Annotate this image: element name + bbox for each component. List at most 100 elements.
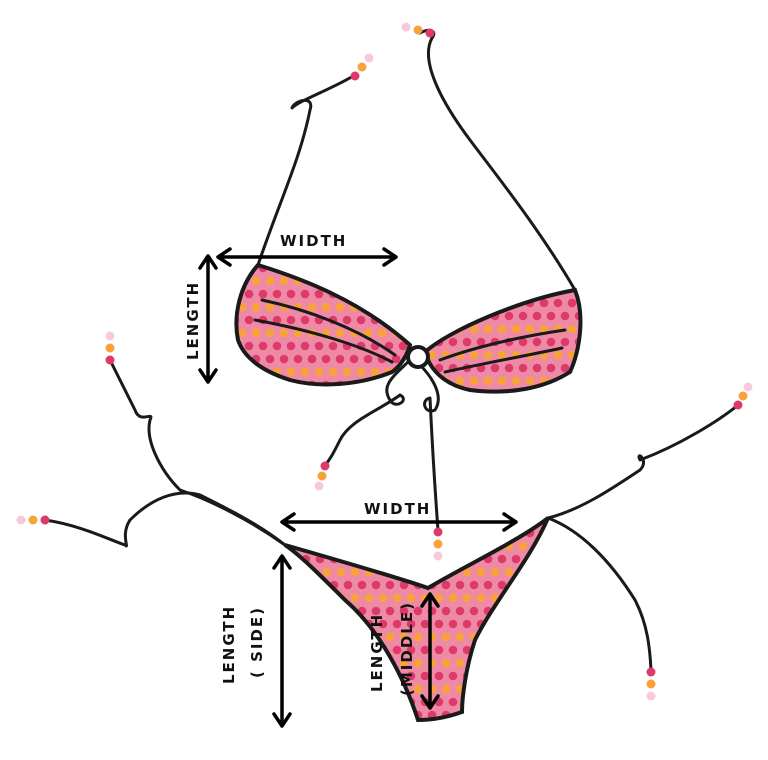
polka-dot: [525, 658, 535, 668]
polka-dot: [272, 315, 282, 325]
polka-dot: [511, 324, 521, 334]
polka-dot: [504, 671, 514, 681]
polka-dot: [286, 289, 296, 299]
polka-dot: [448, 697, 458, 707]
polka-dot: [504, 567, 514, 577]
polka-dot: [448, 671, 458, 681]
polka-dot: [434, 567, 444, 577]
polka-dot: [497, 554, 507, 564]
polka-dot: [539, 324, 549, 334]
top-length-label: LENGTH: [184, 281, 202, 360]
polka-dot: [532, 363, 542, 373]
polka-dot: [356, 289, 366, 299]
polka-dot: [497, 298, 507, 308]
polka-dot: [244, 289, 254, 299]
polka-dot: [553, 298, 563, 308]
polka-dot: [385, 710, 395, 720]
polka-dot: [350, 567, 360, 577]
polka-dot: [518, 593, 528, 603]
polka-dot: [272, 341, 282, 351]
polka-dot: [251, 276, 261, 286]
polka-dot: [378, 541, 388, 551]
polka-dot: [406, 567, 416, 577]
polka-dot: [539, 298, 549, 308]
polka-dot: [405, 328, 410, 338]
polka-dot: [469, 324, 479, 334]
polka-dot: [518, 619, 528, 629]
polka-dot: [287, 554, 297, 564]
bead: [40, 515, 50, 525]
polka-dot: [392, 645, 402, 655]
polka-dot: [335, 302, 345, 312]
polka-dot: [511, 658, 521, 668]
polka-dot: [315, 632, 325, 642]
bead: [320, 461, 330, 471]
polka-dot: [476, 671, 486, 681]
polka-dot: [483, 684, 493, 694]
polka-dot: [518, 671, 528, 681]
polka-dot: [343, 528, 353, 538]
polka-dot: [462, 290, 472, 295]
polka-dot: [546, 311, 556, 321]
middle-length-label: LENGTH: [368, 613, 386, 692]
polka-dot: [322, 541, 332, 551]
bead: [357, 62, 367, 72]
polka-dot: [265, 276, 275, 286]
polka-dot: [287, 632, 297, 642]
polka-dot: [532, 593, 542, 603]
polka-dot: [349, 354, 359, 364]
polka-dot: [384, 315, 394, 325]
polka-dot: [315, 710, 325, 720]
polka-dot: [391, 354, 401, 364]
polka-dot: [336, 567, 346, 577]
polka-dot: [244, 367, 254, 377]
polka-dot: [335, 276, 345, 286]
polka-dot: [539, 580, 548, 590]
polka-dot: [413, 658, 423, 668]
polka-dot: [378, 619, 388, 629]
bead: [105, 343, 115, 353]
polka-dot: [265, 328, 275, 338]
polka-dot: [336, 645, 346, 655]
polka-dot: [265, 380, 275, 385]
polka-dot: [504, 619, 514, 629]
polka-dot: [462, 541, 472, 551]
polka-dot: [490, 645, 500, 655]
bikini-top-left-cup: [234, 262, 413, 387]
polka-dot: [511, 606, 521, 616]
polka-dot: [539, 554, 548, 564]
polka-dot: [350, 593, 360, 603]
polka-dot: [532, 645, 542, 655]
polka-dot: [287, 658, 297, 668]
polka-dot: [336, 619, 346, 629]
bead: [28, 515, 38, 525]
polka-dot: [350, 645, 360, 655]
polka-dot: [342, 289, 352, 299]
polka-dot: [294, 567, 304, 577]
polka-dot: [560, 311, 570, 321]
polka-dot: [425, 290, 430, 295]
polka-dot: [301, 606, 311, 616]
polka-dot: [441, 580, 451, 590]
polka-dot: [469, 606, 479, 616]
polka-dot: [357, 528, 367, 538]
polka-dot: [335, 328, 345, 338]
polka-dot: [425, 337, 430, 347]
polka-dot: [258, 289, 268, 299]
polka-dot: [434, 593, 444, 603]
polka-dot: [504, 697, 514, 707]
polka-dot: [343, 658, 353, 668]
polka-dot: [236, 367, 240, 377]
polka-dot: [244, 341, 254, 351]
polka-dot: [399, 554, 409, 564]
polka-dot: [314, 265, 324, 273]
polka-dot: [539, 710, 548, 720]
polka-dot: [329, 658, 339, 668]
polka-dot: [301, 684, 311, 694]
polka-dot: [363, 276, 373, 286]
side-length-arrow: [272, 554, 292, 728]
polka-dot: [532, 337, 542, 347]
middle-length-arrow: [420, 592, 440, 710]
polka-dot: [434, 645, 444, 655]
polka-dot: [455, 298, 465, 308]
